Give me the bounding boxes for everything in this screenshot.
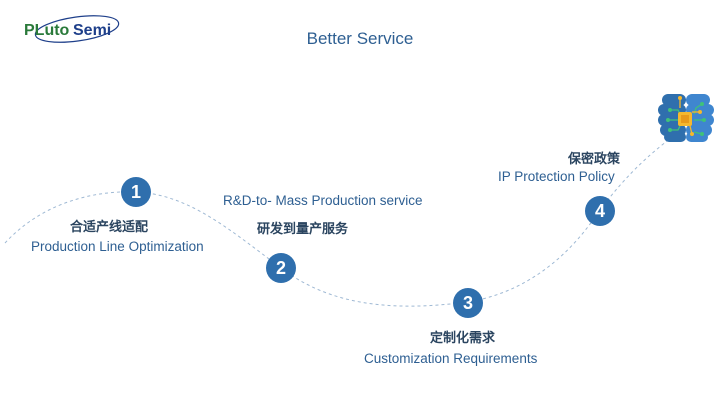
step-2-badge: 2 bbox=[266, 253, 296, 283]
step-2-title-zh: 研发到量产服务 bbox=[257, 221, 349, 236]
page-title: Better Service bbox=[306, 29, 414, 48]
step-1-title-zh: 合适产线适配 bbox=[70, 219, 149, 234]
logo-text-semi: Semi bbox=[73, 22, 111, 39]
step-4-badge: 4 bbox=[585, 196, 615, 226]
step-1-badge: 1 bbox=[121, 177, 151, 207]
step-3-badge: 3 bbox=[453, 288, 483, 318]
step-1-title-en: Production Line Optimization bbox=[31, 239, 204, 254]
step-4-title-en: IP Protection Policy bbox=[498, 169, 615, 184]
logo-text-pluto: PLuto bbox=[24, 22, 70, 39]
brain-chip-icon bbox=[656, 90, 716, 150]
company-logo: PLuto Semi bbox=[22, 12, 122, 46]
step-3-title-zh: 定制化需求 bbox=[430, 330, 496, 345]
step-3-title-en: Customization Requirements bbox=[364, 351, 538, 366]
step-4-title-zh: 保密政策 bbox=[568, 151, 621, 166]
step-2-title-en: R&D-to- Mass Production service bbox=[223, 193, 423, 208]
